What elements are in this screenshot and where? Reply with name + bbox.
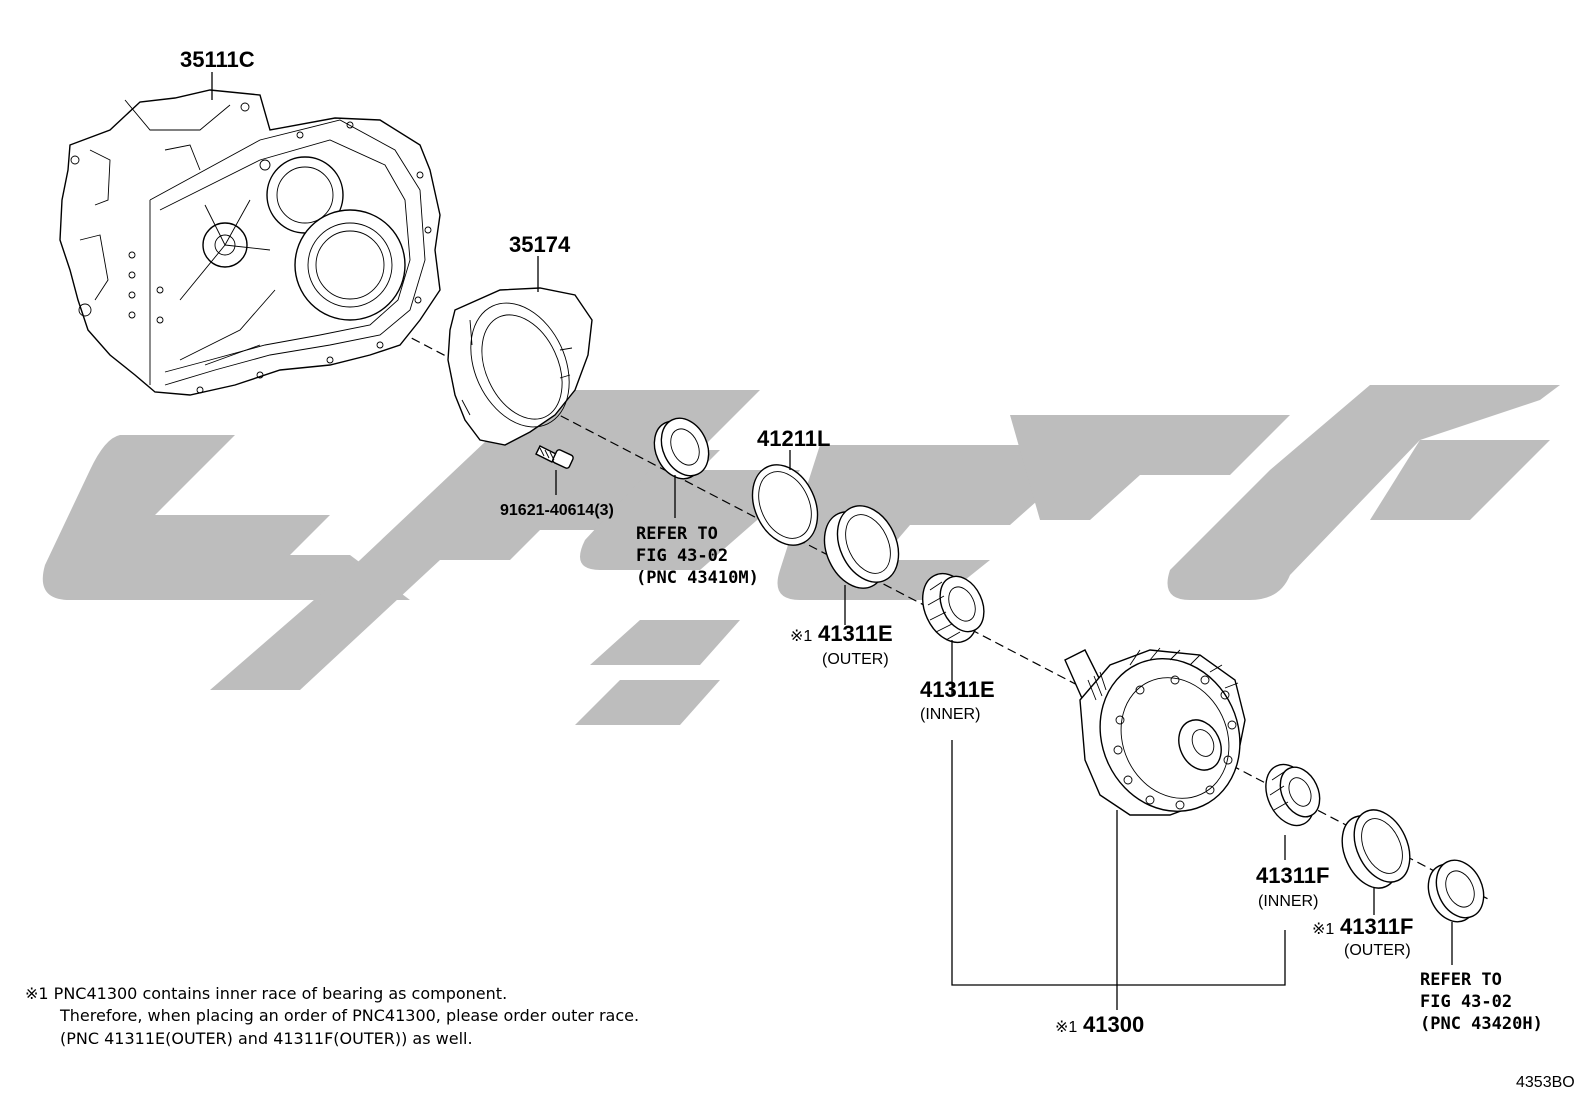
inner-race-e-drawing <box>922 573 985 643</box>
label-inner-race-e: 41311E <box>920 677 995 702</box>
inner-race-f-drawing <box>1265 763 1321 827</box>
ring-drawing <box>751 464 819 546</box>
label-bolt: 91621-40614(3) <box>500 502 614 519</box>
left-seal-ref-line-2: FIG 43-02 <box>636 546 728 566</box>
right-oil-seal-drawing <box>1427 859 1485 923</box>
footnote: ※1 PNC41300 contains inner race of beari… <box>25 984 639 1048</box>
inner-race-f-sub: (INNER) <box>1258 893 1318 910</box>
footnote-line-1: ※1 PNC41300 contains inner race of beari… <box>25 984 507 1003</box>
outer-race-e-prefix: ※1 <box>790 628 812 645</box>
outer-race-e-drawing <box>823 505 900 589</box>
outer-race-f-prefix: ※1 <box>1312 921 1334 938</box>
label-differential: 41300 <box>1083 1012 1144 1037</box>
leader-lines <box>211 72 1453 1010</box>
differential-drawing <box>1064 647 1246 816</box>
footnote-line-2: Therefore, when placing an order of PNC4… <box>59 1006 639 1025</box>
label-shim-plate: 35174 <box>509 232 571 257</box>
outer-race-f-sub: (OUTER) <box>1344 942 1411 959</box>
transaxle-housing-drawing <box>59 89 441 396</box>
inner-race-e-sub: (INNER) <box>920 706 980 723</box>
left-seal-ref-line-1: REFER TO <box>636 524 718 544</box>
figure-code: 4353BO <box>1516 1074 1575 1091</box>
footnote-line-3: (PNC 41311E(OUTER) and 41311F(OUTER)) as… <box>60 1029 473 1048</box>
left-seal-ref-line-3: (PNC 43410M) <box>636 568 759 588</box>
left-oil-seal-drawing <box>653 417 710 480</box>
outer-race-f-drawing <box>1341 809 1411 889</box>
label-outer-race-e: 41311E <box>818 621 893 646</box>
label-inner-race-f: 41311F <box>1256 863 1329 888</box>
right-seal-ref-line-2: FIG 43-02 <box>1420 992 1512 1012</box>
right-seal-ref-line-3: (PNC 43420H) <box>1420 1014 1543 1034</box>
differential-prefix: ※1 <box>1055 1019 1077 1036</box>
label-housing: 35111C <box>180 47 255 72</box>
outer-race-e-sub: (OUTER) <box>822 651 889 668</box>
label-outer-race-f: 41311F <box>1340 914 1413 939</box>
shim-plate-drawing <box>447 287 593 446</box>
right-seal-ref-line-1: REFER TO <box>1420 970 1502 990</box>
label-ring: 41211L <box>757 426 830 451</box>
bolt-drawing <box>535 445 574 469</box>
watermark-logo <box>42 385 1560 725</box>
part-labels: 35111C 35174 91621-40614(3) REFER TO FIG… <box>180 47 1543 1037</box>
